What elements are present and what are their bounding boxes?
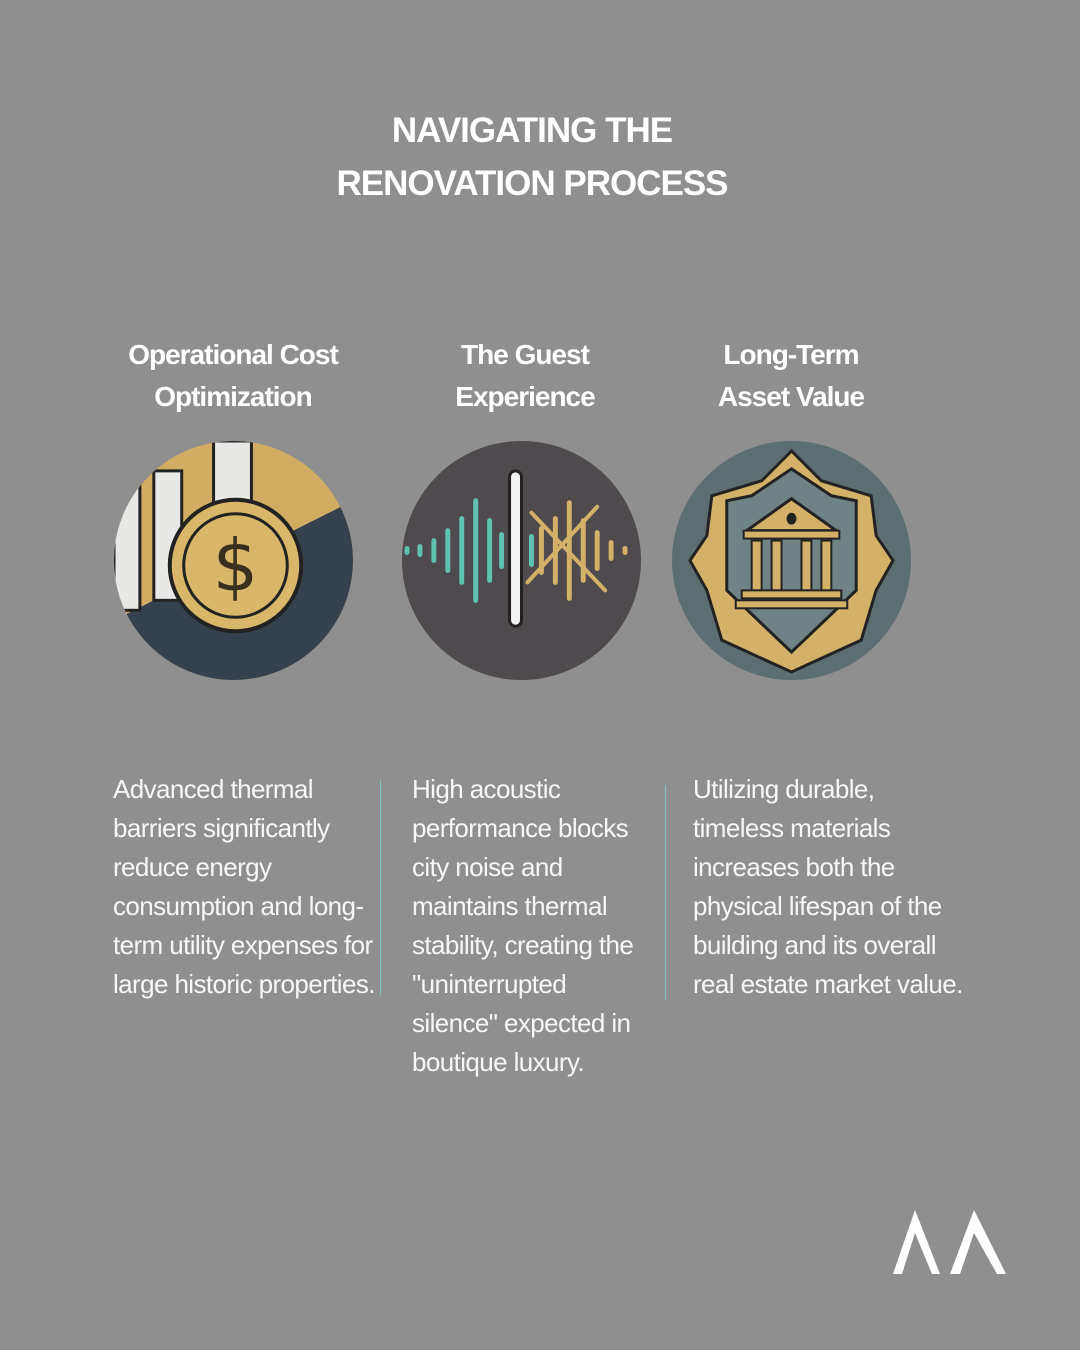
description-text: Advanced thermal barriers significantly … — [113, 774, 375, 999]
title-line-2: RENOVATION PROCESS — [336, 164, 728, 203]
page-title: NAVIGATING THE RENOVATION PROCESS — [282, 104, 782, 210]
brand-logo — [890, 1208, 1008, 1278]
divider — [380, 780, 381, 995]
svg-text:$: $ — [213, 523, 259, 607]
shield-building-icon — [672, 441, 911, 680]
sound-wave-blocked-icon — [402, 441, 641, 680]
description-text: High acoustic performance blocks city no… — [412, 774, 634, 1077]
divider — [665, 785, 666, 1000]
heading-guest-experience: The Guest Experience — [385, 334, 665, 418]
heading-line: Long-Term — [723, 339, 859, 370]
title-line-1: NAVIGATING THE — [391, 111, 673, 150]
heading-line: Operational Cost — [128, 339, 339, 370]
heading-operational-cost: Operational Cost Optimization — [93, 334, 373, 418]
description-text: Utilizing durable, timeless materials in… — [693, 774, 963, 999]
heading-asset-value: Long-Term Asset Value — [651, 334, 931, 418]
heading-line: Asset Value — [717, 381, 865, 412]
coin-bar-chart-icon: $ — [114, 441, 353, 680]
heading-line: Optimization — [154, 381, 313, 412]
heading-line: The Guest — [461, 339, 590, 370]
heading-line: Experience — [455, 381, 595, 412]
